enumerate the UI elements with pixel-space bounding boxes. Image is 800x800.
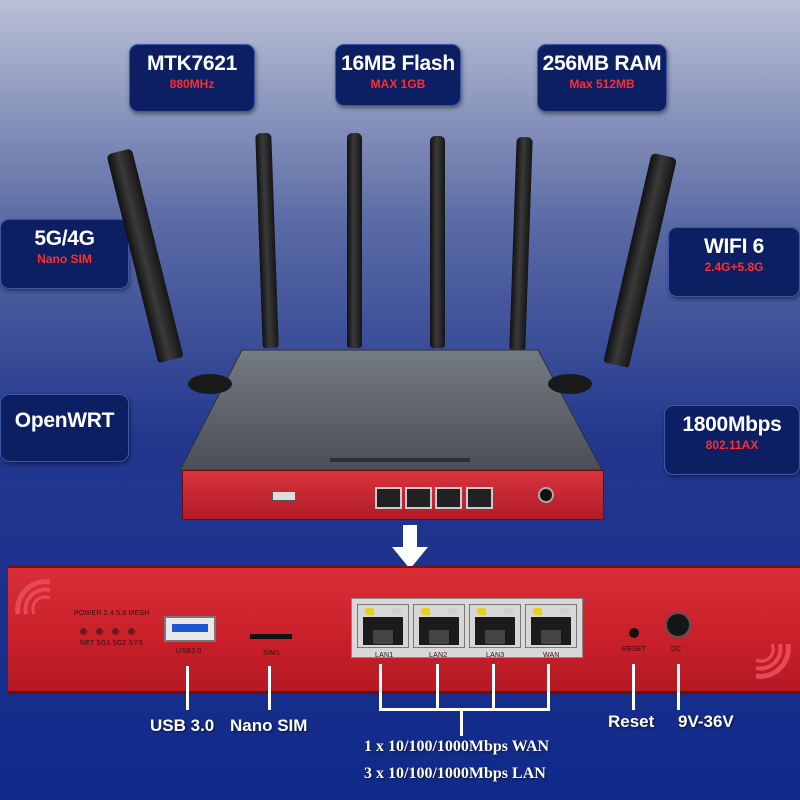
sim-slot-label: SIM1 <box>263 650 281 657</box>
cpu-sub: 880MHz <box>169 77 215 91</box>
spec-badge-flash: 16MB Flash MAX 1GB <box>335 44 461 106</box>
small-dc-jack <box>538 487 554 503</box>
router-body <box>179 349 603 471</box>
callout-usb: USB 3.0 <box>150 716 215 735</box>
antenna-4 <box>430 136 445 348</box>
spec-badge-cpu: MTK7621 880MHz <box>129 44 255 112</box>
spec-badge-ram: 256MB RAM Max 512MB <box>537 44 667 112</box>
spec-badge-wifi: WIFI 6 2.4G+5.8G <box>668 227 800 297</box>
callout-sim: Nano SIM <box>230 716 308 735</box>
led-labels-top: POWER 2.4 5.8 MESH <box>74 610 150 617</box>
led-sys <box>128 628 135 635</box>
os-title: OpenWRT <box>14 409 115 432</box>
cpu-title: MTK7621 <box>146 52 238 75</box>
antenna-2 <box>255 132 279 349</box>
led-5g2 <box>112 628 119 635</box>
decor-swirl-right-icon <box>755 643 791 679</box>
speed-sub: 802.11AX <box>705 438 759 452</box>
usb-port[interactable] <box>164 616 216 642</box>
flash-title: 16MB Flash <box>341 52 455 75</box>
small-lan1-port <box>375 487 402 509</box>
small-lan2-port <box>405 487 432 509</box>
decor-swirl-left-icon <box>15 579 51 615</box>
wan-label: WAN <box>543 652 560 659</box>
spec-badge-os: OpenWRT <box>0 394 129 462</box>
router-front-small <box>182 470 604 520</box>
ram-sub: Max 512MB <box>569 77 635 91</box>
antenna-6 <box>603 152 678 368</box>
lan3-port[interactable] <box>469 604 521 648</box>
speed-title: 1800Mbps <box>682 413 782 436</box>
led-5g1 <box>96 628 103 635</box>
led-net <box>80 628 87 635</box>
front-panel: POWER 2.4 5.8 MESH NET 5G1 5G2 SYS USB3.… <box>8 566 800 694</box>
small-usb-port <box>272 491 296 501</box>
usb-port-label: USB3.0 <box>176 648 202 655</box>
cellular-sub: Nano SIM <box>37 252 92 266</box>
callout-power: 9V-36V <box>678 712 734 731</box>
dc-jack[interactable] <box>665 612 691 638</box>
spec-badge-cellular: 5G/4G Nano SIM <box>0 219 129 289</box>
spec-badge-speed: 1800Mbps 802.11AX <box>664 405 800 475</box>
lan2-label: LAN2 <box>429 652 448 659</box>
reset-label: RESET <box>622 646 647 653</box>
led-labels-bottom: NET 5G1 5G2 SYS <box>80 640 144 647</box>
flash-sub: MAX 1GB <box>370 77 426 91</box>
down-arrow-icon <box>392 525 428 569</box>
antenna-5 <box>509 136 533 351</box>
sim-slot[interactable] <box>250 634 292 639</box>
callout-lan: 3 x 10/100/1000Mbps LAN <box>364 765 546 782</box>
callout-wan: 1 x 10/100/1000Mbps WAN <box>364 738 550 755</box>
callout-reset: Reset <box>608 712 655 731</box>
wifi-title: WIFI 6 <box>703 235 765 258</box>
small-wan-port <box>466 487 493 509</box>
wifi-sub: 2.4G+5.8G <box>704 260 764 274</box>
antenna-3 <box>347 133 362 348</box>
ram-title: 256MB RAM <box>542 52 662 75</box>
lan2-port[interactable] <box>413 604 465 648</box>
lan1-port[interactable] <box>357 604 409 648</box>
reset-button[interactable] <box>629 628 639 638</box>
lan3-label: LAN3 <box>486 652 505 659</box>
status-leds <box>80 628 150 636</box>
lan1-label: LAN1 <box>375 652 394 659</box>
wan-port[interactable] <box>525 604 577 648</box>
dc-label: DC <box>671 646 682 653</box>
small-lan3-port <box>435 487 462 509</box>
cellular-title: 5G/4G <box>34 227 95 250</box>
